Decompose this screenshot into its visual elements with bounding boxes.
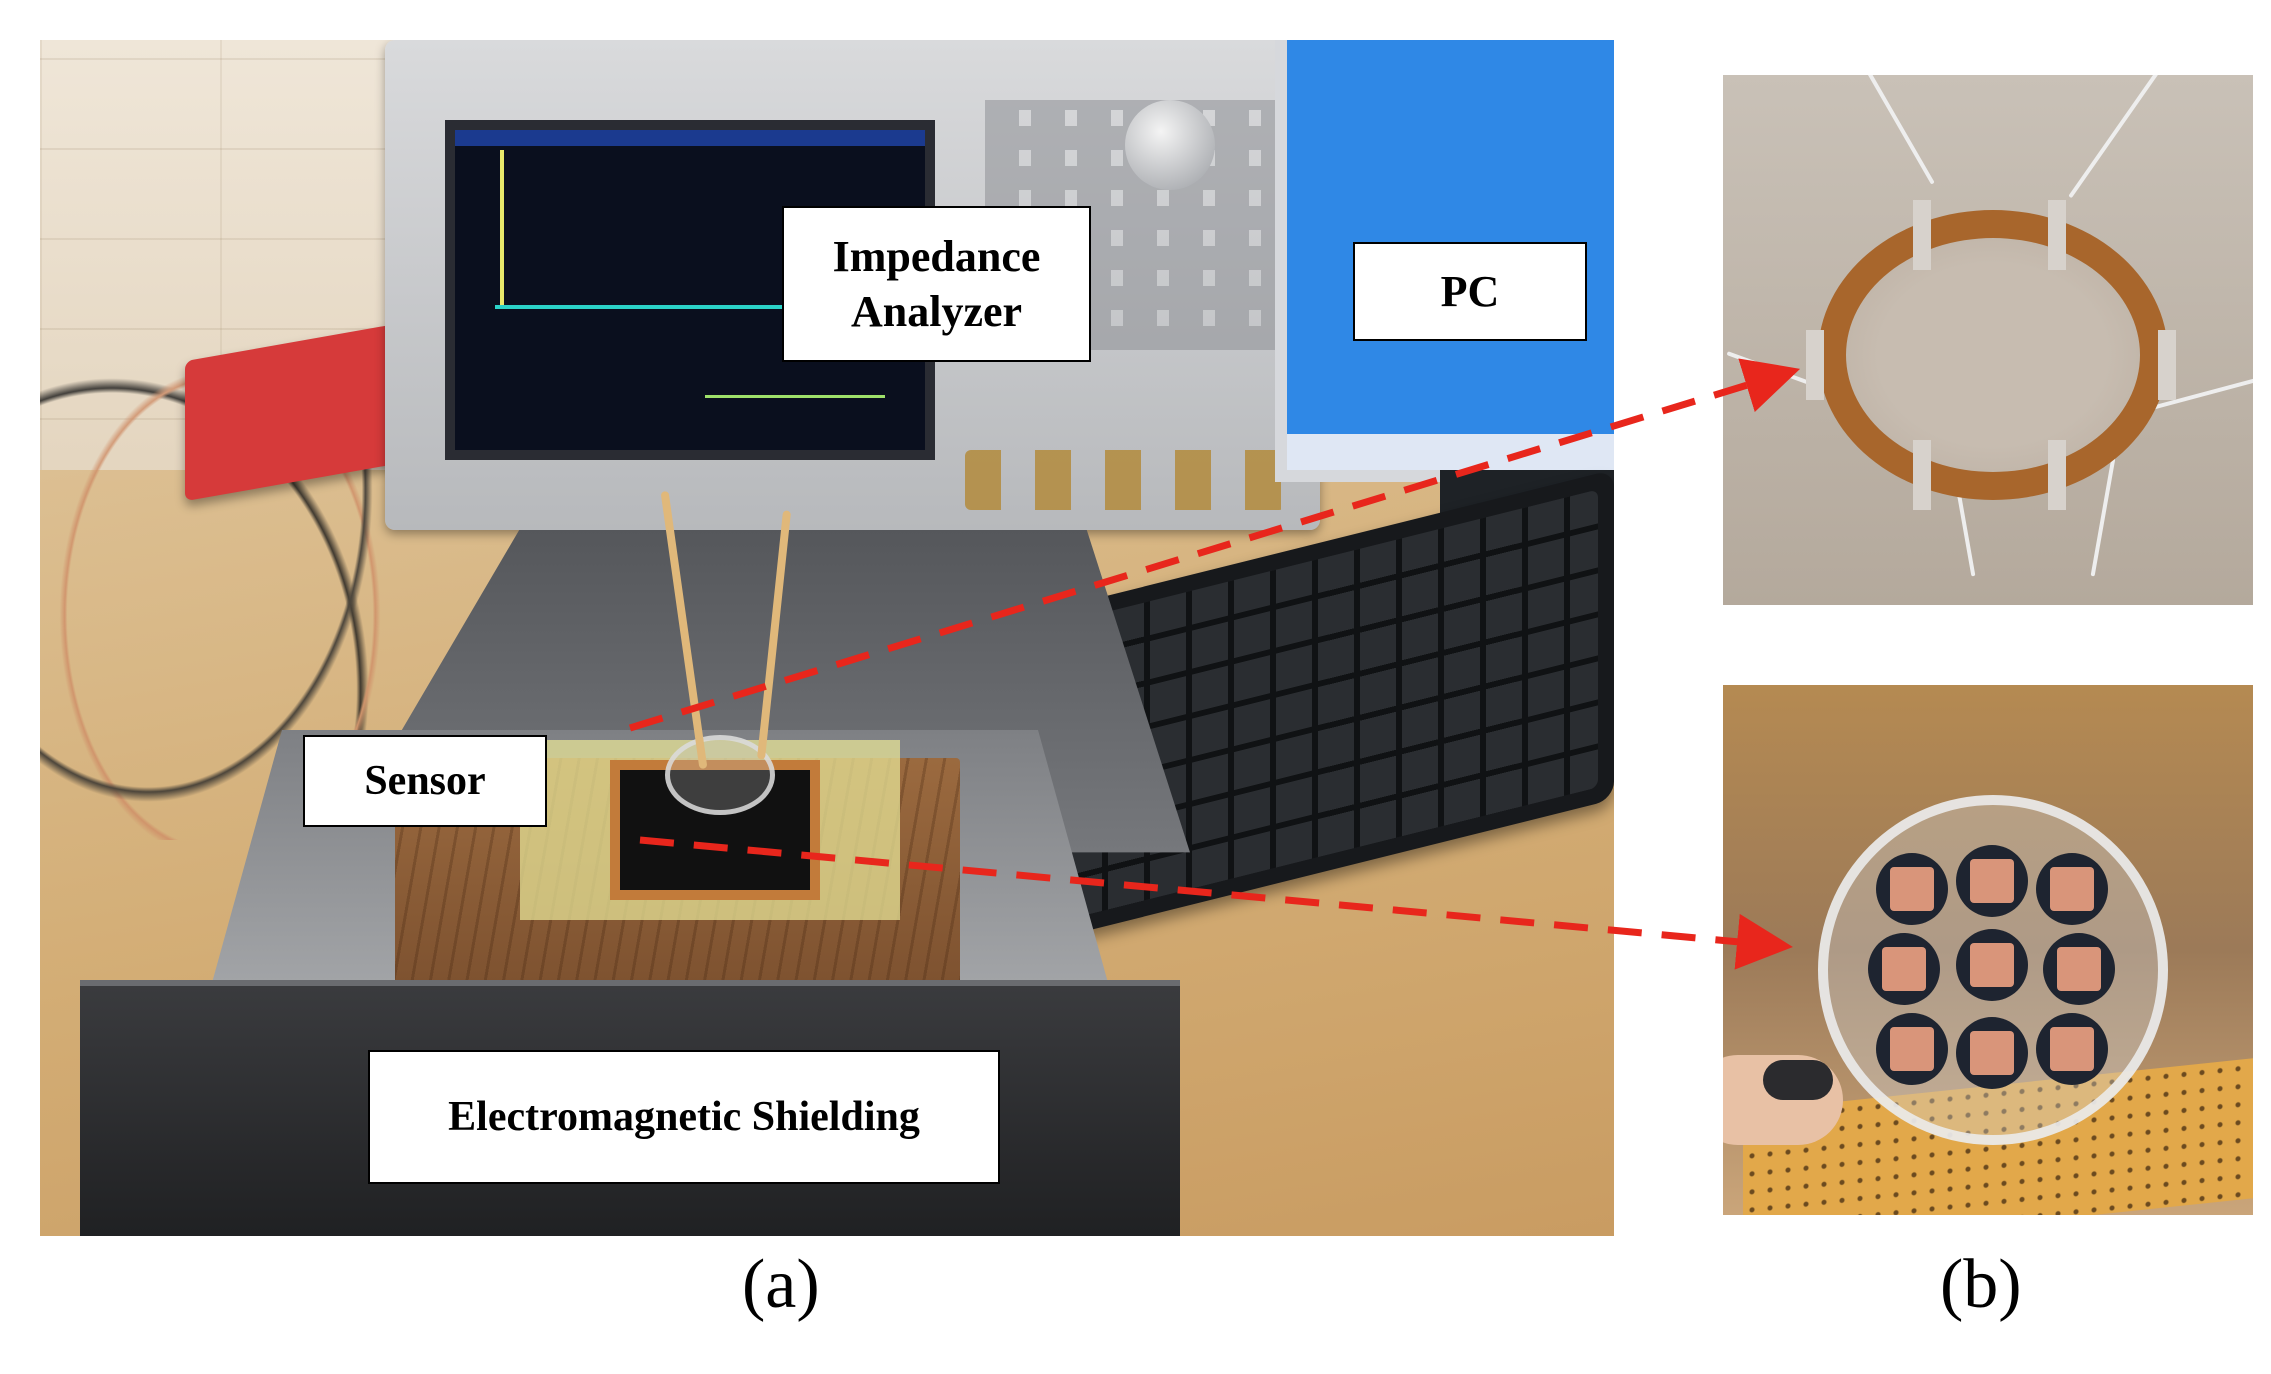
shielding-label: Electromagnetic Shielding [368, 1050, 1000, 1184]
sensor-device [610, 735, 820, 900]
sensor-label: Sensor [303, 735, 547, 827]
caption-a: (a) [742, 1246, 820, 1323]
analyzer-ports [965, 450, 1285, 510]
fingernail [1763, 1060, 1833, 1100]
grid-electrode-sensor-photo [1723, 685, 2253, 1215]
caption-b: (b) [1940, 1246, 2022, 1323]
impedance-analyzer-label: Impedance Analyzer [782, 206, 1091, 362]
ring-sensor [1806, 200, 2176, 510]
pc-label: PC [1353, 242, 1587, 341]
petri-dish-sensor [1818, 795, 2168, 1145]
analyzer-knob [1125, 100, 1215, 190]
impedance-label-line1: Impedance [832, 232, 1041, 281]
ring-electrode-sensor-photo [1723, 75, 2253, 605]
impedance-label-line2: Analyzer [850, 287, 1023, 336]
